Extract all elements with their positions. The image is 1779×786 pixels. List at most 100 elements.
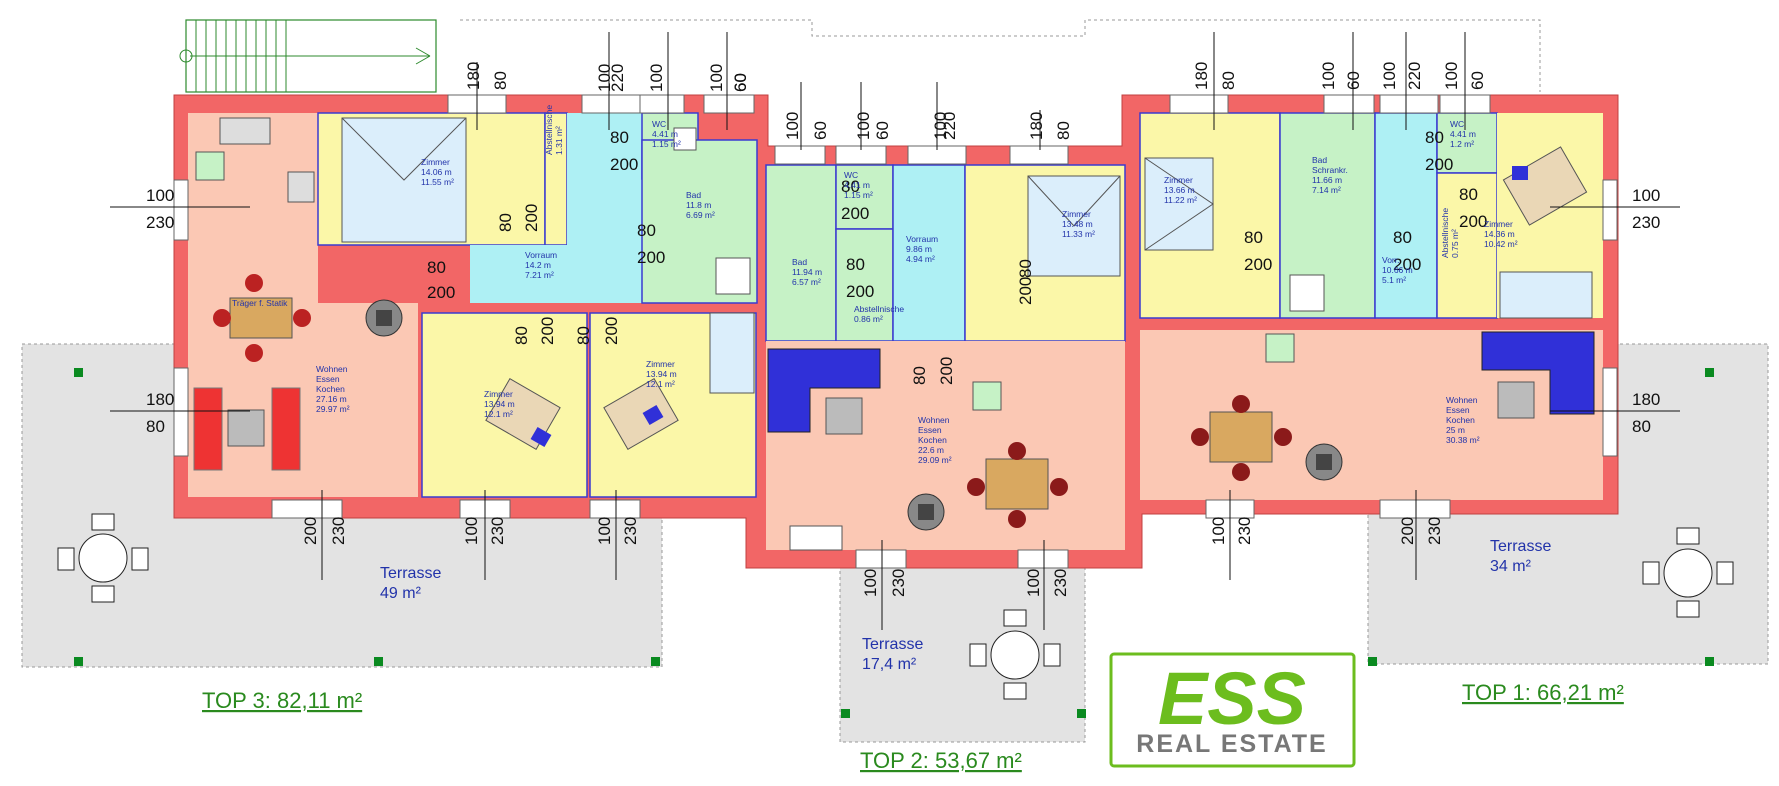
dimension-label: 230 [1425,517,1444,545]
dimension-label: 200 [301,517,320,545]
dimension-label: 60 [873,121,892,140]
dimension-label: 80 [1632,417,1651,436]
dimension-label: 230 [621,517,640,545]
dimension-label: 60 [811,121,830,140]
room-label: Abstellnische1.31 m² [544,105,564,155]
dimension-label: 200 [1425,155,1453,174]
dimension-label: 80 [637,221,656,240]
dimension-label: 80 [1425,128,1444,147]
dimension-label: 80 [1219,71,1238,90]
terrace-2-area: 17,4 m² [862,656,917,673]
dimension-label: 200 [637,248,665,267]
dimension-label: 200 [846,282,874,301]
dimension-label: 100 [854,112,873,140]
dimension-label: 200 [1459,212,1487,231]
dimension-label: 100 [1380,62,1399,90]
dimension-label: 100 [595,64,614,92]
dimension-label: 80 [574,326,593,345]
staircase [179,19,437,93]
dimension-label: 80 [146,417,165,436]
dimension-label: 220 [940,112,959,140]
dimension-label: 80 [1054,121,1073,140]
dimension-label: 200 [1398,517,1417,545]
dimension-label: 200 [841,204,869,223]
dimension-label: 80 [910,366,929,385]
dimension-label: 180 [464,62,483,90]
dimension-label: 200 [1393,255,1421,274]
dimension-label: 60 [1468,71,1487,90]
dimension-label: 220 [608,64,627,92]
dimension-label: 200 [538,317,557,345]
terrace-posts [74,368,1714,718]
dimension-label: 200 [522,204,541,232]
dimension-label: 80 [841,177,860,196]
terrace-1-area: 34 m² [1490,558,1532,575]
room-label: Abstellnische0.75 m² [1440,208,1460,258]
dimension-label: 100 [595,517,614,545]
unit-top2-label: TOP 2: 53,67 m² [860,748,1022,773]
terrace-3-name: Terrasse [380,565,441,582]
logo-main: ESS [1158,657,1306,740]
dimension-lines [110,32,1680,630]
unit-top1-label: TOP 1: 66,21 m² [1462,680,1624,705]
dimension-label: 100 [707,64,726,92]
dimension-label: 230 [1235,517,1254,545]
dimension-label: 100 [783,112,802,140]
dimension-label: 60 [731,73,750,92]
dimension-label: 80 [1016,259,1035,278]
dimension-label: 100 [1319,62,1338,90]
dimension-label: 200 [602,317,621,345]
outdoor-furniture [57,513,1734,700]
terrace-3-area: 49 m² [380,585,422,602]
dimension-label: 200 [427,283,455,302]
dimension-label: 60 [731,73,750,92]
dimension-label: 80 [491,71,510,90]
dimension-label: 80 [512,326,531,345]
dimension-label: 100 [861,569,880,597]
dimension-label: 230 [146,213,174,232]
dimension-label: 100 [1632,186,1660,205]
dimension-label: 100 [1024,569,1043,597]
terrace-labels: Terrasse 49 m² Terrasse 17,4 m² Terrasse… [380,538,1551,673]
furniture [193,117,1595,551]
site-outline [460,19,1541,92]
dimension-label: 80 [427,258,446,277]
terrace-2-name: Terrasse [862,636,923,653]
dimension-label: 60 [1344,71,1363,90]
unit-labels: TOP 3: 82,11 m² TOP 2: 53,67 m² TOP 1: 6… [202,680,1624,773]
ess-logo: ESS REAL ESTATE [1109,652,1356,768]
room-label: Träger f. Statik [232,298,288,308]
logo-sub: REAL ESTATE [1136,730,1327,758]
dimension-label: 200 [1244,255,1272,274]
dimension-label: 100 [462,517,481,545]
dimension-label: 80 [846,255,865,274]
dimension-label: 180 [1192,62,1211,90]
dimension-label: 80 [1244,228,1263,247]
dimension-label: 230 [889,569,908,597]
dimension-label: 100 [931,112,950,140]
dimension-label: 100 [1442,62,1461,90]
dimension-label: 180 [1632,390,1660,409]
dimension-label: 220 [1405,62,1424,90]
dimension-label: 180 [146,390,174,409]
dimension-label: 200 [937,357,956,385]
windows [173,94,1618,569]
